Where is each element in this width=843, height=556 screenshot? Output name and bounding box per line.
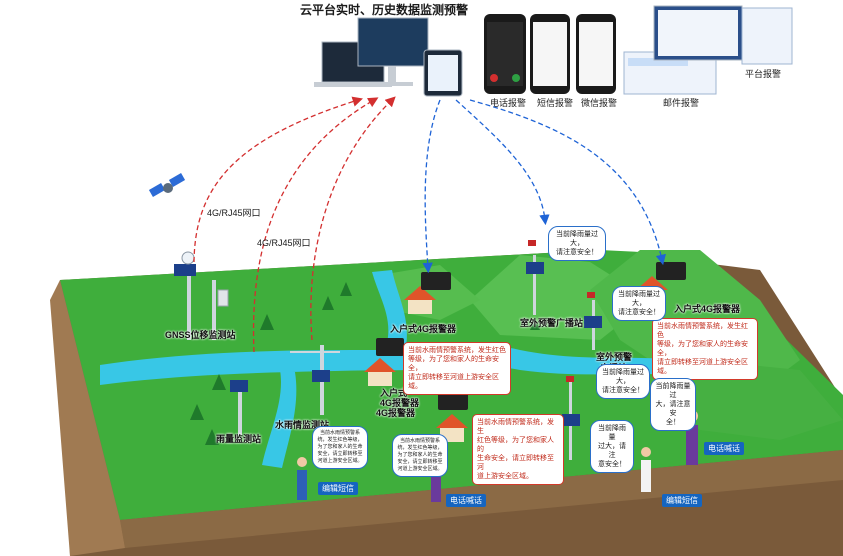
upload-arrows [193,96,396,353]
rain-bubble-top: 当前降雨量过大， 请注意安全！ [548,226,606,261]
alert-bubble-low-house: 当前水雨情预警系统，发生 红色等级，为了您和家人的 生命安全，请立即转移至河 道… [472,414,564,485]
gnss-station-label: GNSS位移监测站 [165,330,236,340]
broadcast-station-mid [584,292,602,350]
broadcast-station-top [526,240,544,315]
channel-email-alarm: 邮件报警 [663,98,700,108]
call-tag-right: 电话喊话 [704,442,744,455]
river [100,270,690,468]
alert-bubble-right-house: 当前水雨情预警系统，发生红色 等级，为了您和家人的生命安全， 请立即转移至河道上… [652,318,758,380]
channel-wechat-alarm: 微信报警 [581,98,618,108]
rain-bubble-mid: 当前降雨量过大， 请注意安全！ [612,286,666,321]
outdoor-broadcast-top-label: 室外预警广播站 [520,318,584,328]
house-mid [364,358,396,386]
phone-bubble-mid: 当前水雨情预警系统，发生红色等级，为了您和家人的生命安全，请立即转移至河道上游安… [392,434,448,477]
indoor-alarm-mid-label-1: 入户式 [380,388,408,398]
phone-bubble-left: 当前水雨情预警系统，发生红色等级，为了您和家人的生命安全，请立即转移至河道上游安… [312,426,368,469]
alert-bubble-river: 当前水雨情预警系统，发生红色 等级，为了您和家人的生命安全， 请立即转移至河道上… [403,342,511,395]
broadcast-station-low [562,376,580,460]
indoor-alarm-top-label: 入户式4G报警器 [390,324,457,334]
rain-gauge-station [230,380,248,435]
cloud-devices [314,5,793,97]
hydro-station [290,345,340,415]
satellite-graphic [148,173,186,197]
channel-platform-alarm: 平台报警 [745,69,782,79]
rain-bubble-low: 当前降雨量 过大，请注 意安全！ [590,420,634,473]
edit-sms-tag-right: 编辑短信 [662,494,702,507]
page-title: 云平台实时、历史数据监测预警 [300,3,469,17]
indoor-alarm-mid-label-3: 4G报警器 [376,408,416,418]
gnss-station [174,251,229,340]
alarm-devices [376,262,686,410]
rain-bubble-right: 当前降雨量过 大，请注意安 全！ [650,378,696,431]
channel-phone-alarm: 电话报警 [490,98,527,108]
hydro-station-label: 水雨情监测站 [275,420,330,430]
edit-sms-tag-left: 编辑短信 [318,482,358,495]
rain-bubble-broadcast: 当前降雨量过大， 请注意安全！ [596,364,650,399]
house-top [404,286,436,314]
channel-sms-alarm: 短信报警 [537,98,574,108]
rain-station-label: 雨量监测站 [216,434,262,444]
download-arrows [422,99,666,274]
outdoor-broadcast-mid-label-1: 室外预警 [596,352,633,362]
indoor-alarm-mid-label-2: 4G报警器 [380,398,420,408]
link-label-left: 4G/RJ45网口 [207,208,261,218]
call-tag-mid: 电话喊话 [446,494,486,507]
indoor-alarm-right-label: 入户式4G报警器 [674,304,741,314]
link-label-mid: 4G/RJ45网口 [257,238,311,248]
